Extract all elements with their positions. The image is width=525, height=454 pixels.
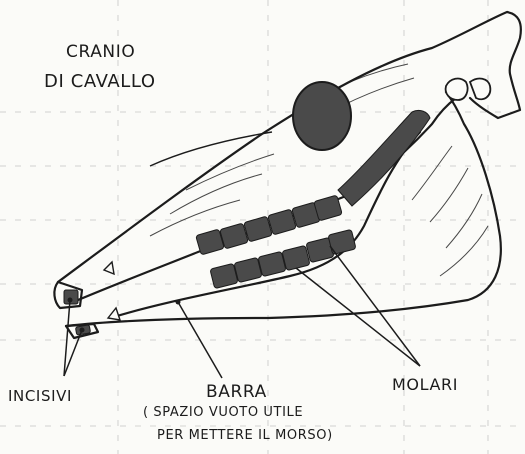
title-line-2: DI CAVALLO <box>44 73 156 91</box>
eye-socket <box>293 82 351 150</box>
label-molars: MOLARI <box>392 377 458 393</box>
label-bar: BARRA <box>206 384 267 401</box>
label-bar-note-line-1: ( SPAZIO VUOTO UTILE <box>143 406 303 419</box>
title-line-1: CRANIO <box>66 44 135 61</box>
jaw-joint <box>446 79 491 100</box>
label-bar-note-line-2: PER METTERE IL MORSO) <box>157 429 333 442</box>
label-incisors: INCISIVI <box>8 389 72 404</box>
lower-jaw-outline <box>66 92 501 326</box>
